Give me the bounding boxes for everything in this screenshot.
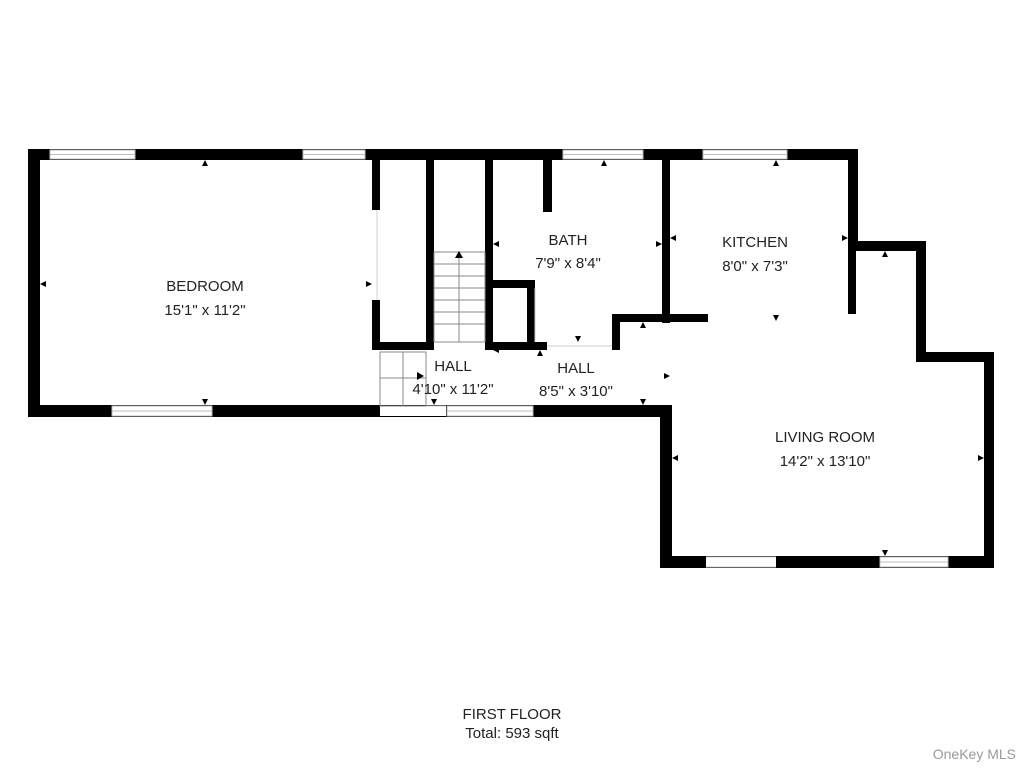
wall-bath-ledge	[493, 280, 535, 288]
wall-stepout-top	[848, 241, 926, 251]
wall-living-left	[660, 405, 672, 568]
living-room-dims: 14'2" x 13'10"	[780, 453, 871, 470]
wall-bath-bottom	[485, 342, 547, 350]
wall-stepout-right	[916, 241, 926, 362]
window-sills	[50, 154, 948, 563]
wall-living-right	[984, 352, 994, 568]
bedroom-dims: 15'1" x 11'2"	[164, 302, 245, 319]
room-labels: BEDROOM 15'1" x 11'2" HALL 4'10" x 11'2"…	[164, 232, 875, 470]
hall-left-dims: 4'10" x 11'2"	[412, 381, 493, 398]
hall-right-name: HALL	[557, 360, 595, 377]
exterior-walls	[28, 149, 994, 568]
living-room-name: LIVING ROOM	[775, 429, 875, 446]
wall-hall-lower	[372, 342, 380, 350]
hall-right-dims: 8'5" x 3'10"	[539, 383, 613, 400]
kitchen-name: KITCHEN	[722, 234, 788, 251]
wall-stepout-bottom	[916, 352, 994, 362]
door-details	[376, 210, 612, 347]
openings	[380, 406, 776, 567]
wall-closet-bottom	[372, 342, 432, 350]
stair-arrow-icon	[455, 251, 463, 258]
wall-hall-step-v	[612, 314, 620, 350]
wall-stair-left	[426, 155, 434, 350]
wall-closet-left	[372, 155, 380, 210]
bath-name: BATH	[549, 232, 588, 249]
wall-closet-left-lower	[372, 300, 380, 350]
interior-walls	[372, 155, 708, 350]
wall-kitchen-right	[848, 149, 858, 241]
wall-bath-ledge-v	[527, 280, 535, 350]
stair-arrow-lower-icon	[417, 372, 424, 380]
wall-bath-right	[662, 155, 670, 323]
wall-hall-step-top	[612, 314, 708, 322]
floor-total: Total: 593 sqft	[0, 725, 1024, 742]
opening-living-bottom	[706, 557, 776, 567]
windows	[49, 149, 949, 568]
wall-left	[28, 149, 40, 417]
measurement-markers	[40, 160, 984, 556]
wall-top	[28, 149, 858, 160]
bedroom-name: BEDROOM	[166, 278, 244, 295]
bath-dims: 7'9" x 8'4"	[535, 255, 601, 272]
wall-bath-left	[485, 155, 493, 350]
floor-title: FIRST FLOOR	[462, 706, 562, 723]
kitchen-dims: 8'0" x 7'3"	[722, 258, 788, 275]
hall-left-name: HALL	[434, 358, 472, 375]
opening-hall-bottom	[380, 406, 446, 416]
total-label: Total:	[465, 725, 502, 742]
wall-bath-stub	[543, 155, 552, 212]
watermark: OneKey MLS	[932, 746, 1016, 762]
wall-kitchen-right-lower	[848, 250, 856, 314]
total-value: 593 sqft	[505, 725, 559, 742]
opening-lines	[380, 405, 776, 568]
